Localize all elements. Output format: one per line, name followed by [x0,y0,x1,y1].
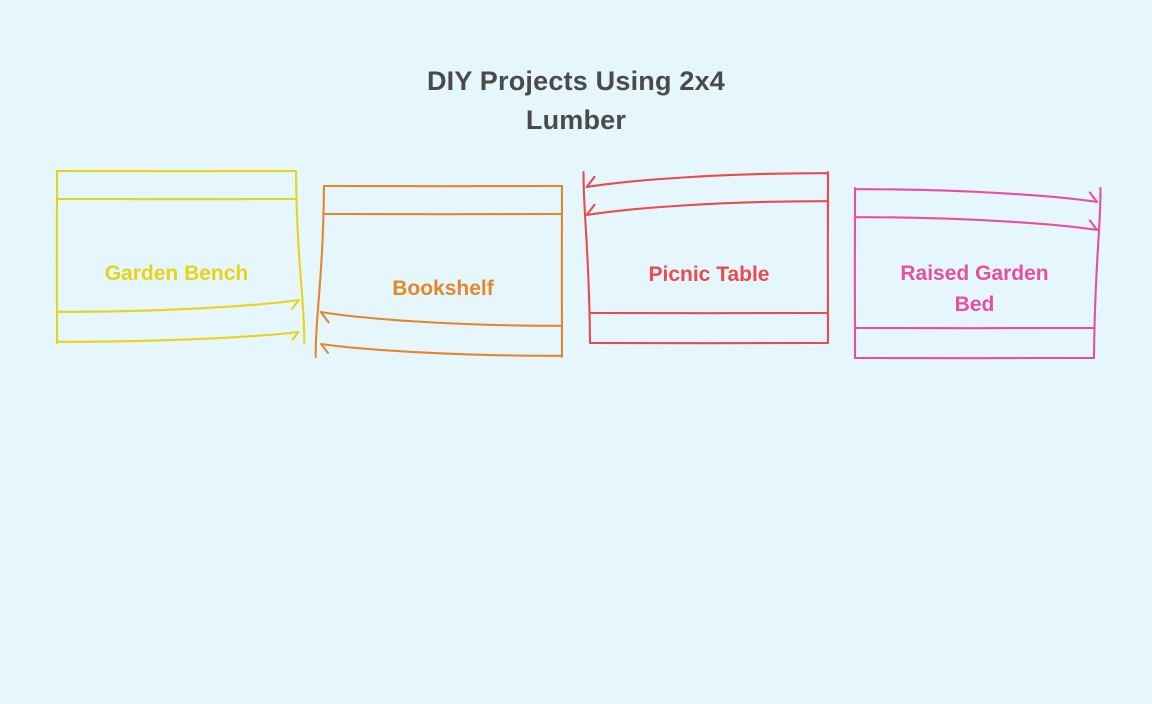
project-card[interactable]: Garden Bench [55,169,306,345]
page-title: DIY Projects Using 2x4 Lumber [426,66,726,135]
project-card[interactable]: Raised Garden Bed [853,186,1102,360]
card-outline [582,170,830,345]
project-card[interactable]: Picnic Table [582,170,830,345]
card-outline [853,186,1102,360]
card-outline [314,184,564,359]
project-card[interactable]: Bookshelf [314,184,564,359]
card-outline [55,169,306,345]
